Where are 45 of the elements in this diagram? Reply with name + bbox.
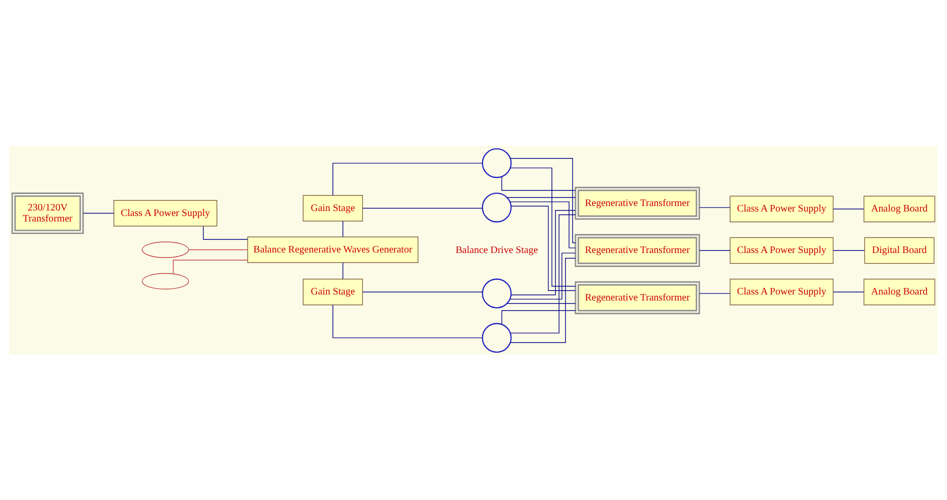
node-box: Analog Board — [864, 278, 936, 305]
node-wave — [142, 272, 189, 289]
node-box: Gain Stage — [302, 278, 363, 305]
connector — [699, 292, 730, 294]
node-box: Digital Board — [864, 236, 934, 264]
node-box: Class A Power Supply — [730, 278, 834, 305]
node-box: Regenerative Transformer — [574, 280, 700, 314]
connector — [510, 257, 576, 342]
node-wave — [142, 241, 189, 258]
connector — [510, 200, 576, 248]
connector — [332, 162, 483, 196]
connector — [501, 310, 576, 324]
connector — [342, 220, 344, 237]
connector — [832, 291, 864, 292]
connector — [832, 208, 864, 209]
connector — [506, 196, 576, 198]
node-box: Class A Power Supply — [113, 200, 218, 226]
connector — [506, 302, 576, 304]
connector — [510, 252, 576, 300]
node-box: 230/120V Transformer — [11, 192, 84, 234]
node-box: Analog Board — [864, 195, 936, 222]
node-box: Class A Power Supply — [730, 236, 834, 264]
node-box: Balance Regenerative Waves Generator — [247, 236, 418, 263]
connector — [332, 304, 483, 338]
connector — [172, 259, 248, 274]
connector — [501, 176, 576, 190]
connector — [510, 214, 576, 333]
node-circle — [482, 192, 512, 222]
connector — [188, 248, 248, 250]
connector — [362, 207, 483, 208]
connector — [510, 167, 576, 286]
node-circle — [482, 278, 512, 308]
connector — [699, 206, 730, 208]
node-circle — [482, 322, 512, 352]
node-box: Regenerative Transformer — [574, 234, 700, 266]
node-circle — [482, 148, 512, 178]
connector — [82, 212, 114, 214]
node-box: Class A Power Supply — [730, 195, 834, 222]
connector — [202, 225, 248, 240]
node-box: Regenerative Transformer — [574, 186, 700, 220]
connector — [510, 158, 576, 243]
connector — [342, 262, 344, 279]
connector — [362, 291, 483, 292]
node-box: Gain Stage — [302, 194, 363, 222]
label: Balance Drive Stage — [456, 244, 538, 256]
